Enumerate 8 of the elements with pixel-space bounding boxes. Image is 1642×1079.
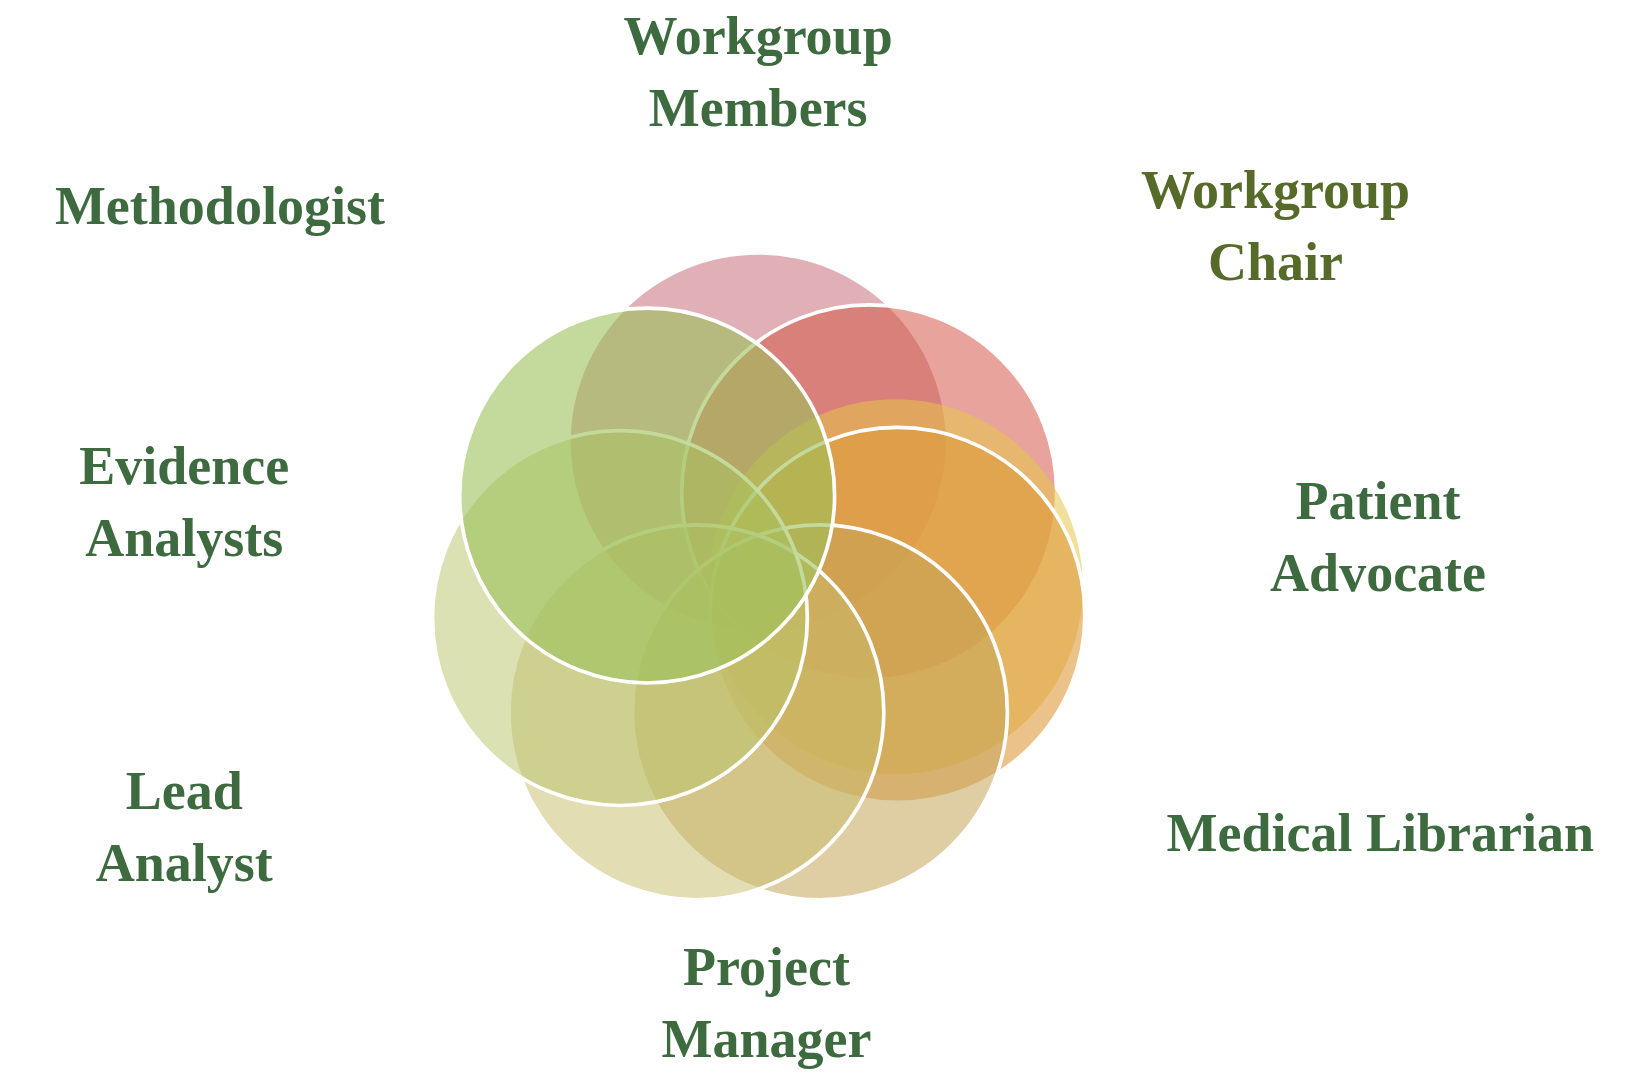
- role-label: Patient Advocate: [1269, 469, 1488, 605]
- role-label: Evidence Analysts: [78, 435, 291, 571]
- role-label: Methodologist: [53, 174, 386, 238]
- role-label: Medical Librarian: [1165, 801, 1595, 865]
- role-label: Workgroup Chair: [1139, 158, 1411, 294]
- role-label: Lead Analyst: [94, 760, 274, 895]
- role-label: Workgroup Members: [622, 5, 894, 140]
- role-label: Project Manager: [660, 935, 873, 1071]
